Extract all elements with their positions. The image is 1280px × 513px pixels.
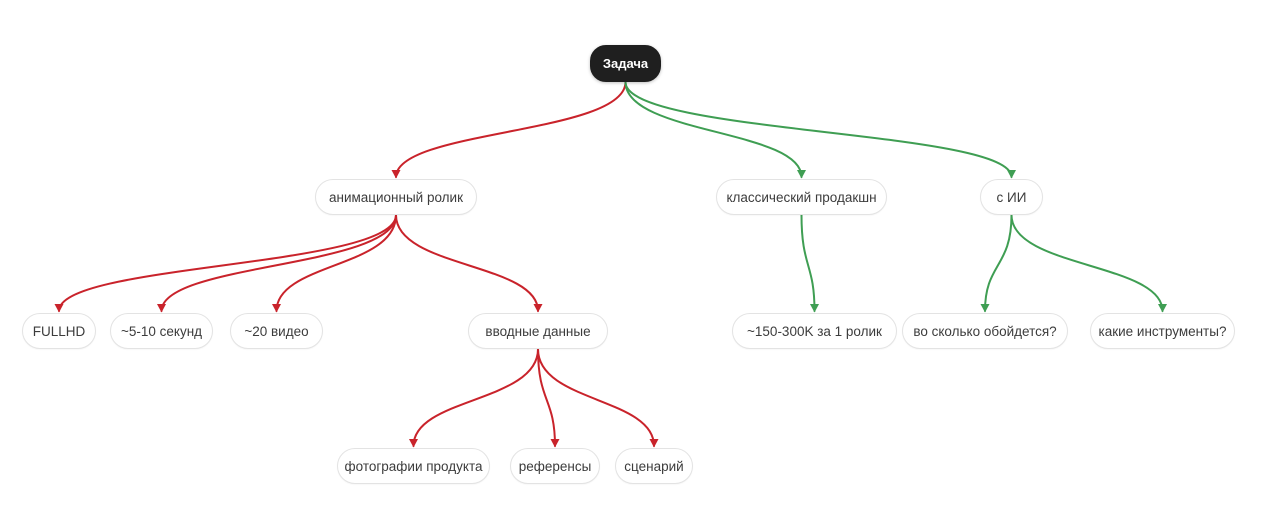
node-label: ~5-10 секунд (120, 323, 203, 339)
node-label: Задача (602, 56, 649, 71)
node-video[interactable]: ~20 видео (230, 313, 323, 349)
node-fullhd[interactable]: FULLHD (22, 313, 96, 349)
edge-root-anim (391, 81, 627, 179)
edge-root-classic (624, 81, 806, 179)
node-price[interactable]: ~150-300K за 1 ролик (732, 313, 897, 349)
edge-anim-video (272, 214, 397, 313)
node-ref[interactable]: референсы (510, 448, 600, 484)
node-label: ~20 видео (244, 323, 309, 339)
node-tools[interactable]: какие инструменты? (1090, 313, 1235, 349)
edge-ai-tools (1010, 214, 1167, 313)
node-input[interactable]: вводные данные (468, 313, 608, 349)
node-label: во сколько обойдется? (913, 323, 1057, 339)
node-label: фотографии продукта (344, 458, 483, 474)
node-label: вводные данные (485, 323, 591, 339)
node-anim[interactable]: анимационный ролик (315, 179, 477, 215)
node-photo[interactable]: фотографии продукта (337, 448, 490, 484)
edge-input-photo (409, 348, 539, 448)
node-label: с ИИ (996, 189, 1027, 205)
edge-root-ai (624, 81, 1016, 179)
edge-anim-fullhd (54, 214, 397, 313)
node-label: FULLHD (32, 323, 86, 339)
node-ai[interactable]: с ИИ (980, 179, 1043, 215)
node-label: какие инструменты? (1098, 323, 1227, 339)
edge-classic-price (800, 214, 819, 313)
edge-anim-sec (157, 214, 397, 313)
node-classic[interactable]: классический продакшн (716, 179, 887, 215)
edge-anim-input (395, 214, 543, 313)
edge-input-scen (537, 348, 659, 448)
node-label: анимационный ролик (328, 189, 464, 205)
node-label: ~150-300K за 1 ролик (747, 323, 882, 339)
edge-input-ref (537, 348, 560, 448)
node-scen[interactable]: сценарий (615, 448, 693, 484)
node-cost[interactable]: во сколько обойдется? (902, 313, 1068, 349)
node-root[interactable]: Задача (590, 45, 661, 82)
node-sec[interactable]: ~5-10 секунд (110, 313, 213, 349)
node-label: классический продакшн (726, 189, 877, 205)
edge-ai-cost (980, 214, 1013, 313)
node-label: референсы (518, 458, 592, 474)
node-label: сценарий (624, 458, 684, 474)
